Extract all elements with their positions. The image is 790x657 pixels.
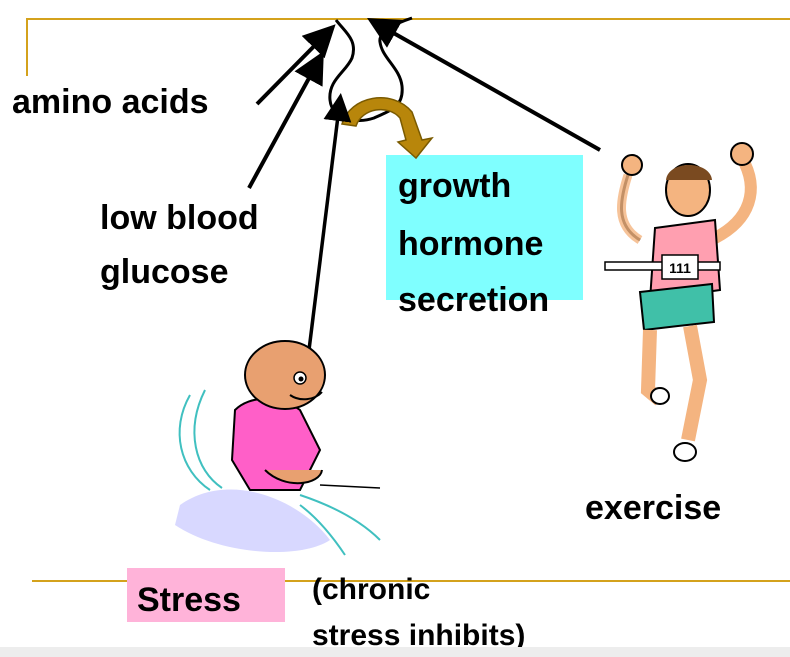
growth-hormone-line1: growth [398, 167, 512, 205]
growth-hormone-line3: secretion [398, 281, 550, 319]
runner-clipart: 111 [604, 142, 757, 462]
stressed-man-clipart [175, 340, 381, 556]
bottom-bar [0, 647, 790, 657]
low-blood-label-line2: glucose [100, 253, 229, 291]
amino-acids-label: amino acids [12, 83, 209, 121]
arrow-exercise [367, 18, 601, 152]
bib-number: 111 [669, 260, 691, 276]
low-blood-label-line1: low blood [100, 199, 259, 237]
bottom-rule [32, 580, 790, 582]
stress-box [127, 568, 285, 622]
chronic-stress-line2: stress inhibits) [312, 619, 526, 652]
top-rule-vertical [26, 18, 28, 76]
arrow-stress [307, 93, 352, 351]
curved-arrow-icon [341, 97, 434, 160]
arrow-low-blood-glucose [247, 50, 324, 189]
arrow-amino-acids [255, 24, 336, 106]
growth-hormone-box [386, 155, 583, 300]
chronic-stress-line1: (chronic [312, 573, 431, 606]
exercise-label: exercise [585, 489, 722, 527]
stress-label: Stress [137, 581, 241, 619]
growth-hormone-line2: hormone [398, 225, 544, 263]
